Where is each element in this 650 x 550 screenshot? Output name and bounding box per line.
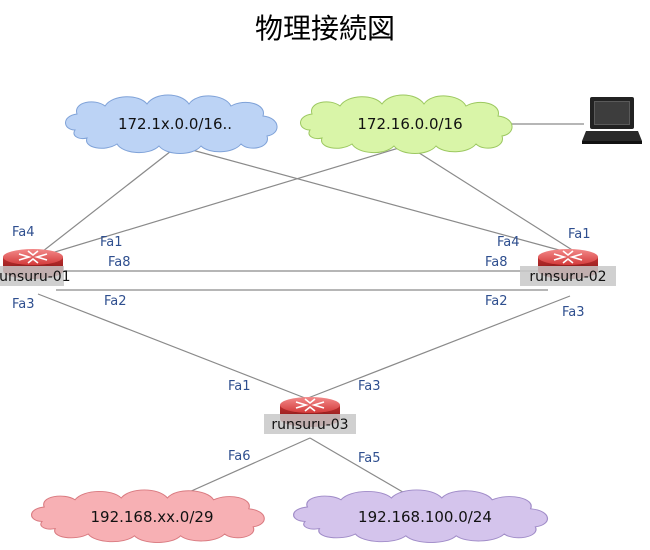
link-net-a-r1 [37,143,181,256]
port-label-r3-fa3: Fa3 [358,379,381,394]
router-01-name: runsuru-01 [0,269,71,285]
link-r2-r3 [307,295,571,399]
router-03-name: runsuru-03 [271,417,348,433]
port-label-r2-fa4: Fa4 [497,235,520,250]
network-cloud-b: 172.16.0.0/16 [300,94,513,154]
router-02-label-bg [520,266,616,286]
link-net-b-r1 [44,143,413,256]
port-label-r2-fa1: Fa1 [568,227,591,242]
port-label-r1-fa3: Fa3 [12,297,35,312]
page-title: 物理接続図 [255,12,395,45]
port-label-r1-fa2: Fa2 [104,294,127,309]
links [37,123,584,506]
port-label-r1-fa1: Fa1 [100,235,123,250]
port-label-r3-fa1: Fa1 [228,379,251,394]
port-label-r3-fa6: Fa6 [228,449,251,464]
port-label-r2-fa2: Fa2 [485,294,508,309]
link-net-b-r2 [404,143,578,254]
network-label-d: 192.168.100.0/24 [358,508,492,526]
link-r1-r3 [37,293,306,399]
port-label-r1-fa4: Fa4 [12,225,35,240]
port-label-r2-fa8: Fa8 [485,255,508,270]
router-02-name: runsuru-02 [529,269,606,285]
link-net-a-r2 [169,143,571,254]
port-label-r3-fa5: Fa5 [358,451,381,466]
port-label-r2-fa3: Fa3 [562,305,585,320]
router-01-label-bg [0,266,64,286]
network-label-a: 172.1x.0.0/16.. [118,115,232,133]
laptop-icon [582,97,642,144]
port-label-r1-fa8: Fa8 [108,255,131,270]
network-label-c: 192.168.xx.0/29 [90,508,213,526]
port-labels: Fa4 Fa1 Fa8 Fa3 Fa2 Fa1 Fa4 Fa8 Fa2 Fa3 … [12,225,591,466]
network-cloud-a: 172.1x.0.0/16.. [65,94,278,154]
network-label-b: 172.16.0.0/16 [357,115,462,133]
router-03-label-bg [264,414,356,434]
